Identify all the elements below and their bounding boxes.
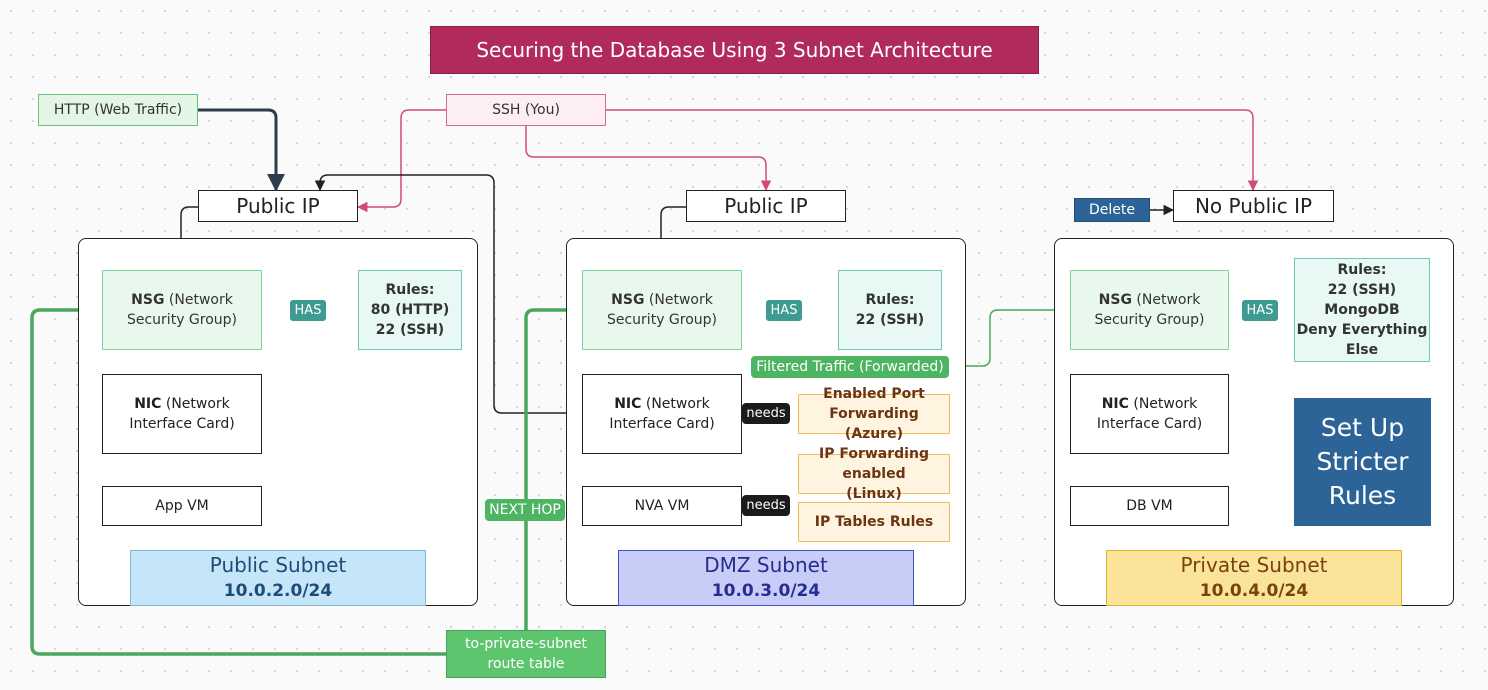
nic-description: (Network Interface Card)	[609, 396, 715, 432]
subnet-cidr: 10.0.2.0/24	[223, 581, 333, 601]
needs-label-nic: needs	[742, 403, 790, 424]
nic-label: NIC	[1101, 396, 1129, 412]
nsg-private: NSG (Network Security Group)	[1070, 270, 1229, 350]
diagram-title: Securing the Database Using 3 Subnet Arc…	[430, 26, 1039, 74]
public-ip-public: Public IP	[198, 190, 358, 222]
private-subnet-label: Private Subnet 10.0.4.0/24	[1106, 550, 1402, 606]
db-vm: DB VM	[1070, 486, 1229, 526]
nsg-description: (Network Security Group)	[126, 292, 238, 328]
public-subnet-label: Public Subnet 10.0.2.0/24	[130, 550, 426, 606]
no-public-ip: No Public IP	[1173, 190, 1334, 222]
subnet-name: Public Subnet	[209, 553, 347, 577]
dmz-subnet-label: DMZ Subnet 10.0.3.0/24	[618, 550, 914, 606]
port-forwarding-requirement: Enabled Port Forwarding (Azure)	[798, 386, 950, 442]
filtered-traffic-label: Filtered Traffic (Forwarded)	[751, 356, 949, 378]
route-loop-public	[30, 301, 446, 656]
nic-description: (Network Interface Card)	[1096, 396, 1203, 432]
nsg-label: NSG	[611, 292, 645, 308]
nva-vm: NVA VM	[582, 486, 742, 526]
route-loop-dmz	[524, 301, 584, 630]
ip-forwarding-requirement: IP Forwarding enabled (Linux)	[798, 446, 950, 502]
next-hop-label: NEXT HOP	[485, 499, 565, 521]
nsg-description: (Network Security Group)	[1094, 292, 1205, 328]
nic-dmz: NIC (Network Interface Card)	[582, 374, 742, 454]
nsg-description: (Network Security Group)	[606, 292, 718, 328]
public-ip-dmz: Public IP	[686, 190, 846, 222]
rules-line: Rules:	[865, 292, 915, 308]
route-table: to-private-subnet route table	[446, 630, 606, 678]
nsg-public: NSG (Network Security Group)	[102, 270, 262, 350]
subnet-name: Private Subnet	[1180, 553, 1328, 577]
rules-public: Rules: 80 (HTTP) 22 (SSH)	[358, 270, 462, 350]
http-arrow	[198, 108, 285, 192]
stricter-rules-note: Set Up Stricter Rules	[1294, 398, 1431, 526]
ssh-arrow-dmz	[525, 126, 772, 192]
nic-description: (Network Interface Card)	[129, 396, 235, 432]
rules-private: Rules: 22 (SSH) MongoDB Deny Everything …	[1294, 258, 1430, 362]
nsg-dmz: NSG (Network Security Group)	[582, 270, 742, 350]
rules-dmz: Rules: 22 (SSH)	[838, 270, 942, 350]
needs-label-vm: needs	[742, 495, 790, 516]
subnet-cidr: 10.0.3.0/24	[711, 581, 821, 601]
nsg-label: NSG	[1098, 292, 1132, 308]
has-label-private: HAS	[1242, 300, 1278, 321]
ip-tables-requirement: IP Tables Rules	[798, 502, 950, 542]
nic-label: NIC	[614, 396, 642, 412]
app-vm: App VM	[102, 486, 262, 526]
rules-line: Rules:	[385, 282, 435, 298]
nic-public: NIC (Network Interface Card)	[102, 374, 262, 454]
http-traffic-source: HTTP (Web Traffic)	[38, 94, 198, 126]
rules-line: Deny Everything Else	[1296, 322, 1428, 358]
rules-line: MongoDB	[1324, 302, 1400, 318]
subnet-name: DMZ Subnet	[704, 553, 828, 577]
ssh-source: SSH (You)	[446, 94, 606, 126]
rules-line: 22 (SSH)	[1327, 282, 1397, 298]
nic-to-public-ip-line	[314, 174, 582, 414]
nic-private: NIC (Network Interface Card)	[1070, 374, 1229, 454]
has-label-public: HAS	[290, 300, 326, 321]
rules-line: 22 (SSH)	[855, 312, 925, 328]
nsg-label: NSG	[131, 292, 165, 308]
has-label-dmz: HAS	[766, 300, 802, 321]
rules-line: Rules:	[1337, 262, 1387, 278]
rules-line: 22 (SSH)	[375, 322, 445, 338]
rules-line: 80 (HTTP)	[370, 302, 450, 318]
subnet-cidr: 10.0.4.0/24	[1199, 581, 1309, 601]
nic-label: NIC	[134, 396, 162, 412]
ssh-arrow-public	[356, 109, 446, 213]
ssh-arrow-private	[606, 109, 1259, 192]
delete-action: Delete	[1074, 198, 1150, 222]
